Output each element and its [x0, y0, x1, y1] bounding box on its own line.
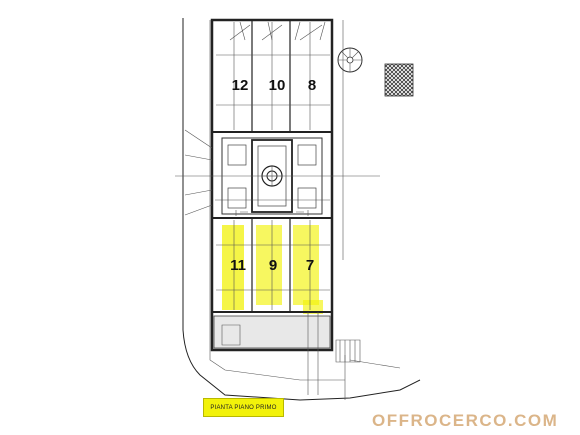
unit-number-11: 11	[230, 257, 246, 274]
entrance-stairs	[221, 312, 361, 395]
site-boundary	[182, 18, 421, 401]
unit-number-9: 9	[269, 257, 277, 274]
hatched-legend-swatch	[384, 63, 414, 97]
unit-number-12: 12	[232, 77, 249, 94]
floor-caption-box: PIANTA PIANO PRIMO	[203, 398, 284, 417]
highlight-entrance	[303, 300, 323, 314]
construction-lines	[184, 129, 213, 216]
unit-number-10: 10	[269, 77, 286, 94]
unit-number-8: 8	[308, 77, 316, 94]
site-watermark: OFFROCERCO.COM	[372, 411, 559, 430]
roof-arrows	[229, 21, 326, 41]
unit-walls	[216, 20, 330, 312]
central-core	[175, 137, 380, 216]
highlight-unit-9	[256, 225, 282, 305]
unit-numbers: 12 10 8 11 9 7	[230, 77, 316, 274]
highlighted-areas	[222, 225, 323, 314]
highlight-unit-11	[222, 225, 244, 310]
floor-caption: PIANTA PIANO PRIMO	[210, 404, 277, 411]
spiral-stair	[337, 47, 363, 73]
building-outline	[210, 18, 334, 352]
unit-number-7: 7	[306, 257, 314, 274]
highlight-unit-7	[293, 225, 319, 305]
